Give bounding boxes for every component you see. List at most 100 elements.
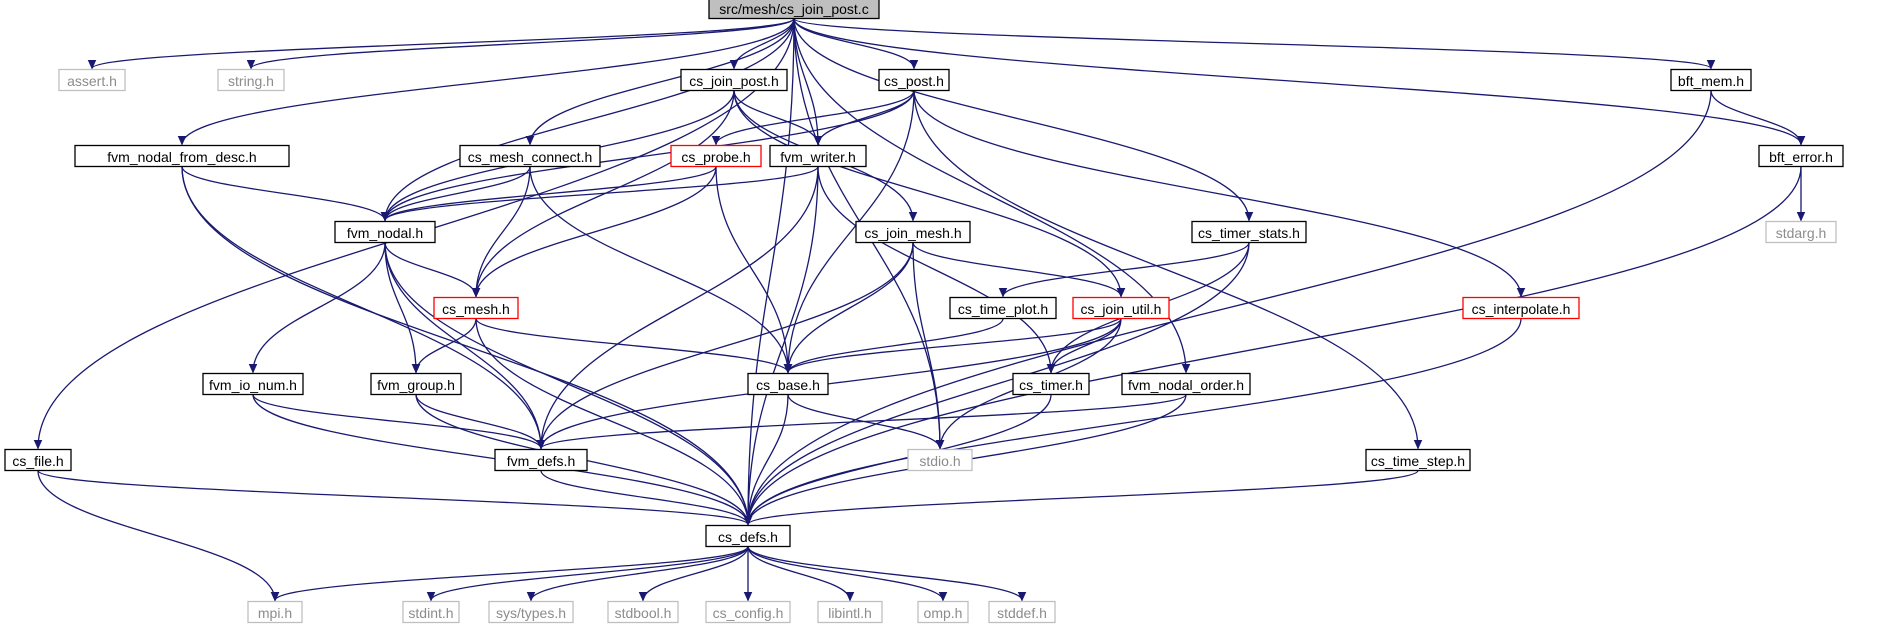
edge-root-to-cs_defs xyxy=(748,18,795,525)
node-box xyxy=(1072,296,1170,320)
edge-cs_defs-to-stddef xyxy=(747,546,1022,601)
edge-cs_defs-to-omp xyxy=(747,546,943,601)
edge-fvm_nodal_from_desc-to-fvm_defs xyxy=(181,166,541,449)
node-label: cs_probe.h xyxy=(681,149,750,165)
node-cs-defs[interactable]: cs_defs.h xyxy=(705,524,791,548)
node-cs-mesh-connect[interactable]: cs_mesh_connect.h xyxy=(459,144,601,168)
node-cs-base[interactable]: cs_base.h xyxy=(747,372,829,396)
edge-fvm_nodal-to-cs_mesh xyxy=(384,242,476,297)
node-cs-join-mesh[interactable]: cs_join_mesh.h xyxy=(855,220,971,244)
node-cs-post[interactable]: cs_post.h xyxy=(878,68,950,92)
node-label: fvm_defs.h xyxy=(507,453,575,469)
edge-root-to-cs_join_post xyxy=(734,18,795,69)
node-cs-mesh[interactable]: cs_mesh.h xyxy=(433,296,519,320)
node-box xyxy=(1765,220,1837,244)
edge-fvm_nodal-to-fvm_group xyxy=(384,242,416,373)
node-box xyxy=(488,600,574,624)
edge-fvm_group-to-fvm_defs xyxy=(415,394,541,449)
edge-cs_mesh_connect-to-cs_base xyxy=(529,166,788,373)
node-box xyxy=(878,68,950,92)
node-label: stdio.h xyxy=(919,453,960,469)
node-cs-timer-stats[interactable]: cs_timer_stats.h xyxy=(1191,220,1307,244)
node-fvm-writer[interactable]: fvm_writer.h xyxy=(769,144,867,168)
node-box xyxy=(670,144,762,168)
edge-fvm_nodal_order-to-fvm_defs xyxy=(541,393,1187,450)
node-box xyxy=(1191,220,1307,244)
node-box xyxy=(202,372,304,396)
edge-bft_error-to-cs_defs xyxy=(748,166,1802,525)
edge-fvm_nodal_from_desc-to-fvm_nodal xyxy=(181,166,385,221)
node-fvm-defs[interactable]: fvm_defs.h xyxy=(494,448,588,472)
node-cs-interpolate[interactable]: cs_interpolate.h xyxy=(1462,296,1580,320)
node-fvm-io-num[interactable]: fvm_io_num.h xyxy=(202,372,304,396)
node-box xyxy=(459,144,601,168)
node-box xyxy=(705,600,791,624)
node-cs-file[interactable]: cs_file.h xyxy=(4,448,72,472)
edge-root-to-fvm_nodal xyxy=(385,18,795,221)
edge-fvm_nodal-to-fvm_io_num xyxy=(253,242,386,373)
node-box xyxy=(217,68,285,92)
edge-cs_timer-to-cs_defs xyxy=(748,394,1052,525)
node-box xyxy=(917,600,969,624)
node-cs-timer[interactable]: cs_timer.h xyxy=(1012,372,1090,396)
edge-cs_post-to-cs_base xyxy=(788,90,915,373)
node-box xyxy=(1365,448,1471,472)
node-box xyxy=(1462,296,1580,320)
node-assert: assert.h xyxy=(58,68,126,92)
node-label: cs_defs.h xyxy=(718,529,778,545)
node-fvm-nodal-order[interactable]: fvm_nodal_order.h xyxy=(1121,372,1251,396)
edge-bft_mem-to-cs_defs xyxy=(748,90,1712,525)
dependency-edges xyxy=(37,17,1802,602)
node-cs-time-step[interactable]: cs_time_step.h xyxy=(1365,448,1471,472)
node-bft-error[interactable]: bft_error.h xyxy=(1758,144,1844,168)
node-fvm-nodal[interactable]: fvm_nodal.h xyxy=(334,220,436,244)
edge-cs_mesh_connect-to-cs_mesh xyxy=(476,166,531,297)
node-label: stdbool.h xyxy=(615,605,672,621)
node-label: cs_base.h xyxy=(756,377,820,393)
node-label: libintl.h xyxy=(828,605,872,621)
node-label: cs_timer_stats.h xyxy=(1198,225,1300,241)
node-box xyxy=(247,600,303,624)
edge-cs_join_mesh-to-fvm_defs xyxy=(541,242,914,449)
edge-bft_mem-to-bft_error xyxy=(1710,90,1801,145)
node-label: sys/types.h xyxy=(496,605,566,621)
node-cs-time-plot[interactable]: cs_time_plot.h xyxy=(949,296,1057,320)
node-label: cs_join_post.h xyxy=(689,73,779,89)
node-bft-mem[interactable]: bft_mem.h xyxy=(1670,68,1752,92)
node-fvm-group[interactable]: fvm_group.h xyxy=(370,372,462,396)
edge-fvm_defs-to-cs_defs xyxy=(540,470,748,525)
edge-cs_post-to-cs_time_step xyxy=(913,90,1418,449)
node-cs-probe[interactable]: cs_probe.h xyxy=(670,144,762,168)
edge-cs_post-to-cs_probe xyxy=(716,90,915,145)
node-box xyxy=(855,220,971,244)
node-label: cs_time_step.h xyxy=(1371,453,1465,469)
node-label: stddef.h xyxy=(997,605,1047,621)
node-fvm-nodal-from-desc[interactable]: fvm_nodal_from_desc.h xyxy=(74,144,290,168)
edge-fvm_writer-to-cs_defs xyxy=(748,166,819,525)
edge-cs_join_mesh-to-cs_base xyxy=(788,242,914,373)
node-label: fvm_io_num.h xyxy=(209,377,297,393)
node-box xyxy=(988,600,1056,624)
node-box xyxy=(708,0,880,20)
edge-cs_time_step-to-cs_defs xyxy=(748,469,1419,526)
edge-cs_join_util-to-fvm_defs xyxy=(541,318,1122,449)
node-box xyxy=(949,296,1057,320)
edge-cs_timer_stats-to-cs_defs xyxy=(748,242,1250,525)
node-cs-join-post[interactable]: cs_join_post.h xyxy=(680,68,788,92)
node-cs-join-util[interactable]: cs_join_util.h xyxy=(1072,296,1170,320)
node-string: string.h xyxy=(217,68,285,92)
node-label: cs_config.h xyxy=(713,605,784,621)
node-label: cs_join_util.h xyxy=(1081,301,1162,317)
edge-root-to-bft_mem xyxy=(793,17,1711,69)
node-stdbool: stdbool.h xyxy=(607,600,679,624)
edge-fvm_nodal-to-fvm_defs xyxy=(384,242,541,449)
node-box xyxy=(4,448,72,472)
node-label: fvm_nodal.h xyxy=(347,225,423,241)
edge-cs_mesh-to-cs_base xyxy=(475,318,788,373)
edge-cs_file-to-mpi xyxy=(37,470,275,601)
edge-cs_base-to-cs_defs xyxy=(748,394,789,525)
node-libintl: libintl.h xyxy=(817,600,883,624)
edge-cs_probe-to-cs_mesh xyxy=(476,166,717,297)
